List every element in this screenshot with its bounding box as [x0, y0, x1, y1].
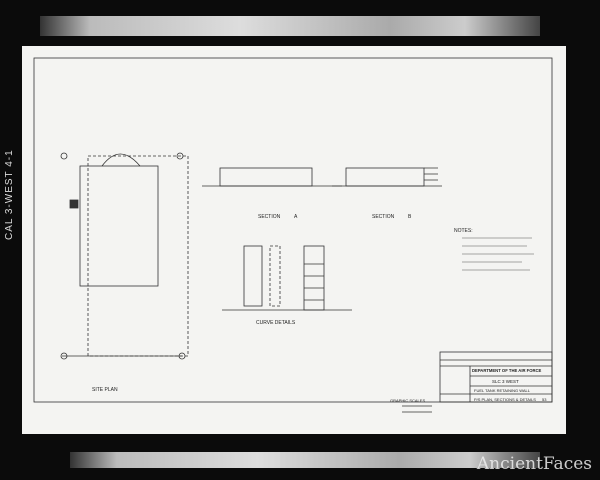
film-edge-bottom	[70, 452, 540, 468]
site-plan-label: SITE PLAN	[92, 387, 118, 393]
drawing-sheet: SITE PLAN SECTION A SECTION B CURVE DETA…	[22, 46, 566, 434]
film-edge-top	[40, 16, 540, 36]
details-label: CURVE DETAILS	[256, 320, 296, 326]
section-a-drawing	[202, 167, 342, 187]
site-plan	[60, 152, 189, 360]
side-label: CAL 3-WEST 4-1	[4, 149, 15, 240]
graphic-scale-bars	[402, 405, 432, 413]
title-subtitle: P/S PLAN, SECTIONS & DETAILS	[474, 397, 536, 402]
graphic-scales-label: GRAPHIC SCALES	[390, 398, 425, 403]
engineering-drawing: SITE PLAN SECTION A SECTION B CURVE DETA…	[33, 57, 553, 413]
watermark: AncientFaces	[476, 454, 592, 474]
section-b-drawing	[332, 167, 442, 187]
title-block-frame	[439, 351, 553, 403]
section-b-label: SECTION	[372, 214, 395, 220]
title-project: SLC 3 WEST	[492, 379, 519, 384]
section-a-label: SECTION	[258, 214, 281, 220]
sheet-number: 53	[542, 397, 547, 402]
title-agency: DEPARTMENT OF THE AIR FORCE	[472, 368, 542, 373]
section-a-letter: A	[294, 214, 298, 220]
curve-details-drawing	[222, 245, 352, 311]
notes-heading: NOTES:	[454, 228, 473, 234]
title-drawing-name: FUEL TANK RETAINING WALL	[474, 388, 531, 393]
section-b-letter: B	[408, 214, 412, 220]
sheet-border	[33, 57, 553, 403]
notes-lines	[462, 237, 534, 271]
